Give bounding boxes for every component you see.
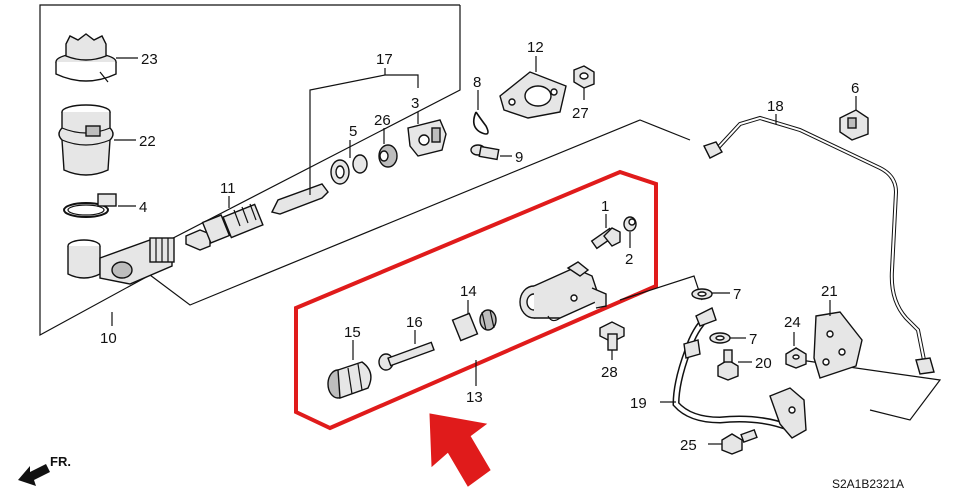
bracket-nut-part <box>785 347 807 369</box>
slave-piston-part <box>451 309 497 342</box>
hose-bracket-part <box>813 311 863 379</box>
slave-cylinder-highlight-frame <box>294 169 658 431</box>
diagram-code: S2A1B2321A <box>832 477 904 491</box>
boot-ring-part <box>330 159 350 185</box>
slave-pushrod-part <box>378 341 435 371</box>
callout-16: 16 <box>406 314 423 331</box>
callout-7a: 7 <box>733 286 741 303</box>
callout-26: 26 <box>374 112 391 129</box>
callout-17: 17 <box>376 51 393 68</box>
hose-group-frame <box>619 275 703 301</box>
front-label: FR. <box>50 454 71 469</box>
leader-17 <box>309 74 419 195</box>
callout-9: 9 <box>515 149 523 166</box>
pushrod-group-frame <box>149 119 691 306</box>
clutch-pipe-part <box>703 115 935 375</box>
hose-bolt-part <box>717 349 739 381</box>
retaining-clip-part <box>472 111 489 135</box>
callout-18: 18 <box>767 98 784 115</box>
pipe-holder-part <box>839 109 869 141</box>
slave-cylinder-part <box>519 261 607 322</box>
front-arrow-icon <box>18 464 50 486</box>
flange-bolt-part <box>599 321 625 351</box>
gasket-part <box>499 71 567 119</box>
callout-1: 1 <box>601 198 609 215</box>
clutch-hose-part <box>672 307 807 439</box>
callout-13: 13 <box>466 389 483 406</box>
reservoir-part <box>58 104 114 176</box>
callout-22: 22 <box>139 133 156 150</box>
master-cylinder-part <box>67 237 175 285</box>
callout-3: 3 <box>411 95 419 112</box>
callout-23: 23 <box>141 51 158 68</box>
reservoir-cap-part <box>55 33 117 83</box>
bushing-part <box>352 144 398 174</box>
callout-24: 24 <box>784 314 801 331</box>
piston-assembly-part <box>185 203 264 251</box>
callout-7b: 7 <box>749 331 757 348</box>
callout-21: 21 <box>821 283 838 300</box>
hose-group-frame-lower <box>799 359 942 421</box>
flange-nut-part <box>573 65 595 89</box>
callout-14: 14 <box>460 283 477 300</box>
bracket-bolt-part <box>721 428 758 455</box>
hose-clamp-part <box>63 193 117 218</box>
callout-6: 6 <box>851 80 859 97</box>
callout-28: 28 <box>601 364 618 381</box>
clevis-part <box>407 119 447 157</box>
callout-5: 5 <box>349 123 357 140</box>
callout-25: 25 <box>680 437 697 454</box>
callout-19: 19 <box>630 395 647 412</box>
sealing-washer-part <box>691 288 713 300</box>
clevis-pin-part <box>470 144 500 161</box>
bleeder-cap-part <box>623 216 637 232</box>
bleeder-screw-part <box>590 227 621 250</box>
callout-20: 20 <box>755 355 772 372</box>
callout-12: 12 <box>527 39 544 56</box>
sealing-washer-part-2 <box>709 332 731 344</box>
callout-2: 2 <box>625 251 633 268</box>
highlight-pointer-arrow-icon <box>429 413 491 487</box>
callout-11: 11 <box>220 180 236 197</box>
callout-8: 8 <box>473 74 481 91</box>
callout-27: 27 <box>572 105 589 122</box>
dust-boot-part <box>327 361 372 399</box>
callout-10: 10 <box>100 330 117 347</box>
callout-4: 4 <box>139 199 147 216</box>
callout-15: 15 <box>344 324 361 341</box>
pushrod-part <box>270 183 329 215</box>
